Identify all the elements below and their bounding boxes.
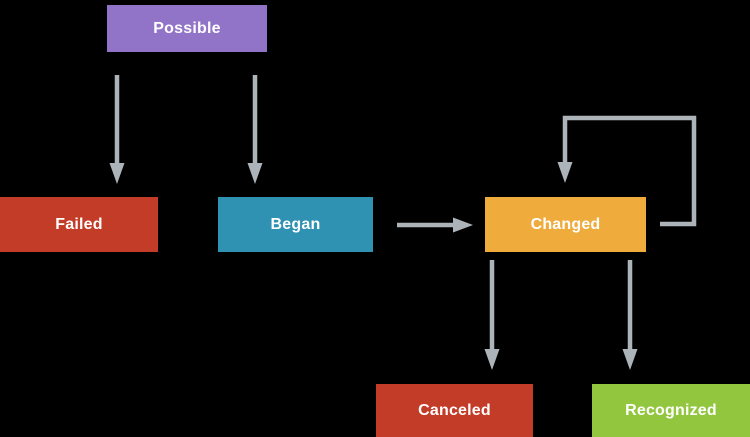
state-label-possible: Possible bbox=[153, 19, 221, 37]
state-node-changed: Changed bbox=[485, 197, 646, 252]
state-label-failed: Failed bbox=[55, 215, 103, 233]
state-node-canceled: Canceled bbox=[376, 384, 533, 437]
arrow-changed-to-recognized bbox=[622, 260, 638, 370]
arrow-changed-to-canceled bbox=[484, 260, 500, 370]
arrow-possible-to-began bbox=[247, 75, 263, 184]
state-label-canceled: Canceled bbox=[418, 401, 491, 419]
state-node-failed: Failed bbox=[0, 197, 158, 252]
state-node-possible: Possible bbox=[107, 5, 267, 52]
state-label-changed: Changed bbox=[530, 215, 601, 233]
state-node-recognized: Recognized bbox=[592, 384, 750, 437]
arrow-possible-to-failed bbox=[109, 75, 125, 184]
state-node-began: Began bbox=[218, 197, 373, 252]
arrow-changed-self-loop bbox=[557, 115, 697, 227]
state-label-began: Began bbox=[270, 215, 321, 233]
state-label-recognized: Recognized bbox=[625, 401, 717, 419]
arrow-began-to-changed bbox=[397, 217, 473, 233]
